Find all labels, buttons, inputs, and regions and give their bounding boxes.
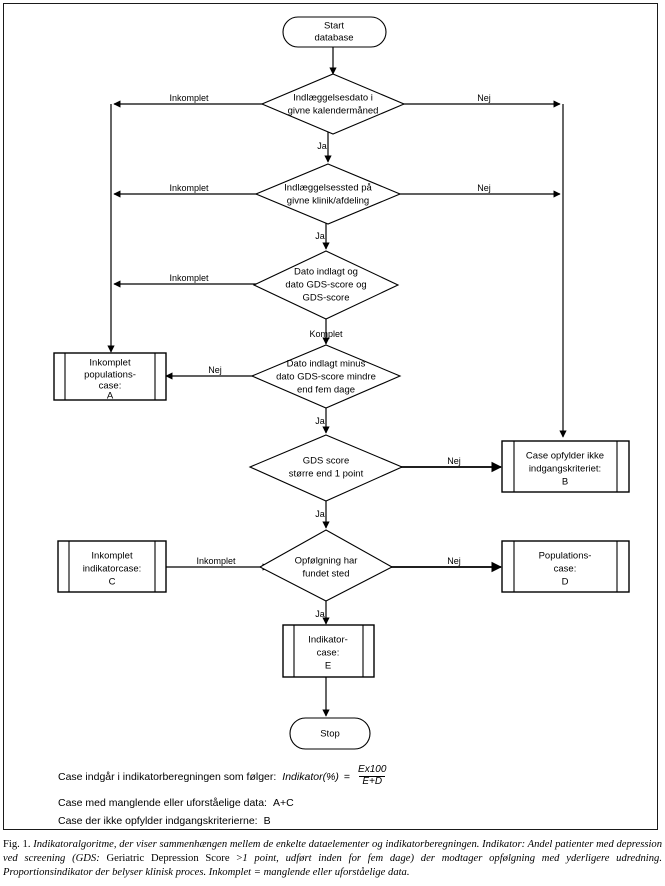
box-indikatorcase-e[interactable]: Indikator- case: E [282, 624, 375, 678]
decision-3-line1: Dato indlagt og [294, 267, 358, 278]
label-nej-3: Nej [208, 365, 222, 375]
box-b-line1: Case opfylder ikke [526, 451, 604, 462]
formula-line2-text: Case med manglende eller uforståelige da… [58, 797, 267, 809]
formula-indikator-term: Indikator(%) [282, 770, 339, 783]
formula-equals: = [343, 770, 351, 783]
formula-row-3: Case der ikke opfylder indgangskriterier… [58, 813, 618, 829]
decision-indlaeggelsesdato[interactable]: Indlæggelsesdato i givne kalendermåned [260, 73, 406, 135]
node-stop[interactable]: Stop [289, 717, 371, 750]
box-e-line3: E [325, 661, 331, 672]
decision-4-line1: Dato indlagt minus [287, 359, 366, 370]
decision-1-line2: givne kalendermåned [288, 106, 379, 117]
box-d-line3: D [562, 577, 569, 588]
label-nej-2: Nej [477, 183, 491, 193]
caption-part2: 1 point, udført inden for fem dage) der … [3, 852, 662, 878]
caption-roman-segment: Geriatric Depression Score > [106, 852, 243, 864]
box-case-opfylder-ikke-b[interactable]: Case opfylder ikke indgangskriteriet: B [501, 440, 630, 493]
box-inkomplet-populationscase-a[interactable]: Inkomplet populations- case: A [53, 352, 167, 402]
decision-6-line2: fundet sted [302, 569, 349, 580]
formula-line3-value: B [263, 815, 271, 828]
node-start[interactable]: Start database [282, 16, 387, 48]
label-inkomplet-3: Inkomplet [169, 273, 209, 283]
box-e-line2: case: [317, 648, 340, 659]
label-nej-1: Nej [477, 93, 491, 103]
box-inkomplet-indikatorcase-c[interactable]: Inkomplet indikatorcase: C [57, 540, 167, 593]
box-d-line2: case: [554, 564, 577, 575]
box-c-line3: C [109, 577, 116, 588]
label-inkomplet-4: Inkomplet [196, 556, 236, 566]
label-ja-3: Ja [315, 416, 325, 426]
formula-fraction: Ex100 E+D [355, 764, 389, 788]
decision-5-line2: større end 1 point [289, 469, 364, 480]
decision-6-line1: Opfølgning har [295, 556, 358, 567]
decision-dato-minus-fem-dage[interactable]: Dato indlagt minus dato GDS-score mindre… [250, 344, 402, 409]
decision-dato-indlagt-gds[interactable]: Dato indlagt og dato GDS-score og GDS-sc… [252, 250, 400, 320]
label-komplet-1: Komplet [309, 329, 343, 339]
label-ja-4: Ja [315, 509, 325, 519]
figure-frame: Start database Indlæggelsesdato i givne … [3, 3, 658, 830]
connectors [107, 46, 567, 717]
box-b-line2: indgangskriteriet: [529, 464, 601, 475]
box-e-line1: Indikator- [308, 635, 348, 646]
label-nej-4: Nej [447, 456, 461, 466]
formula-row-2: Case med manglende eller uforståelige da… [58, 795, 618, 811]
decision-4-line3: end fem dage [297, 385, 355, 396]
caption-part1: Indikatoralgoritme, der viser sammenhæng… [3, 839, 663, 864]
formula-line2-value: A+C [272, 797, 294, 809]
box-c-line2: indikatorcase: [83, 564, 142, 575]
decision-4-line2: dato GDS-score mindre [276, 372, 376, 383]
decision-gds-score[interactable]: GDS score større end 1 point [248, 434, 404, 502]
node-start-line1: Start [324, 21, 344, 32]
box-a-line2: populations- [84, 370, 136, 381]
decision-2-line2: givne klinik/afdeling [287, 196, 369, 207]
formula-line1-text: Case indgår i indikatorberegningen som f… [58, 770, 277, 783]
label-ja-5: Ja [315, 609, 325, 619]
flowchart-canvas: Start database Indlæggelsesdato i givne … [53, 16, 630, 750]
formula-numerator: Ex100 [358, 764, 387, 775]
formula-row-1: Case indgår i indikatorberegningen som f… [58, 764, 618, 788]
decision-opfoelgning[interactable]: Opfølgning har fundet sted [258, 529, 394, 602]
box-populationscase-d[interactable]: Populations- case: D [501, 540, 630, 593]
label-nej-5: Nej [447, 556, 461, 566]
formula-line3-text: Case der ikke opfylder indgangskriterier… [58, 815, 258, 828]
box-a-line1: Inkomplet [89, 358, 131, 369]
node-start-line2: database [314, 33, 353, 44]
decision-3-line2: dato GDS-score og [285, 280, 366, 291]
label-ja-2: Ja [315, 231, 325, 241]
label-inkomplet-2: Inkomplet [169, 183, 209, 193]
caption-label: Fig. 1. [3, 839, 31, 850]
box-c-line1: Inkomplet [91, 551, 133, 562]
decision-5-line1: GDS score [303, 456, 349, 467]
label-ja-1: Ja [317, 141, 327, 151]
formula-denominator: E+D [359, 775, 386, 788]
box-a-line3: case: [99, 381, 122, 392]
decision-3-line3: GDS-score [303, 293, 350, 304]
formula-block: Case indgår i indikatorberegningen som f… [58, 764, 618, 830]
decision-1-line1: Indlæggelsesdato i [293, 93, 373, 104]
box-b-line3: B [562, 477, 568, 488]
node-stop-label: Stop [320, 729, 340, 740]
box-a-line4: A [107, 391, 114, 402]
decision-indlaeggelsessted[interactable]: Indlæggelsessted på givne klinik/afdelin… [254, 163, 402, 225]
figure-caption: Fig. 1. Indikatoralgoritme, der viser sa… [3, 838, 662, 880]
box-d-line1: Populations- [539, 551, 592, 562]
decision-2-line1: Indlæggelsessted på [284, 183, 372, 194]
label-inkomplet-1: Inkomplet [169, 93, 209, 103]
